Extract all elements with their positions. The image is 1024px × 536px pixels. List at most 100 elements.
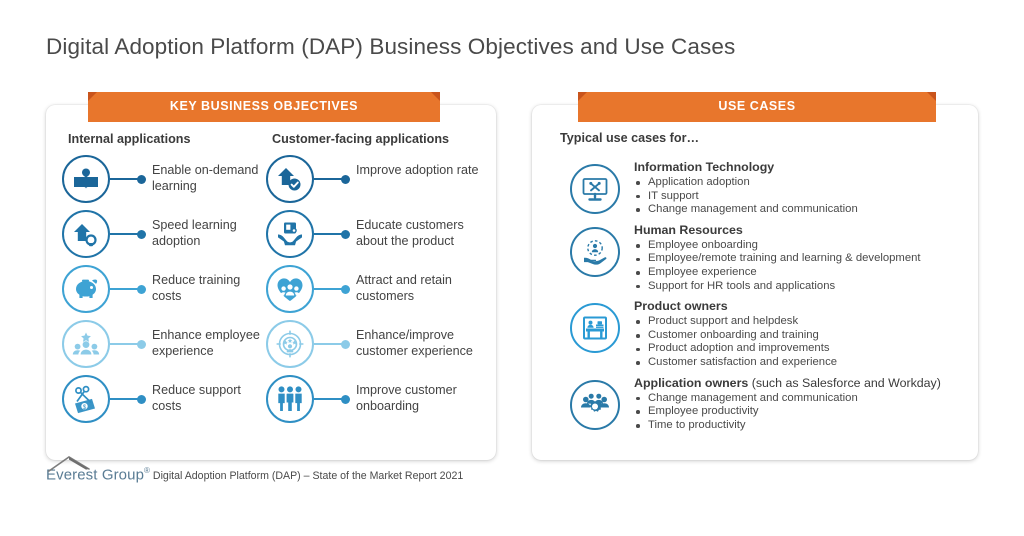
target-person-stars-icon (266, 320, 314, 368)
connector-dot (341, 174, 350, 184)
page-title: Digital Adoption Platform (DAP) Business… (46, 34, 736, 59)
bullet-item: Employee/remote training and learning & … (634, 252, 970, 266)
hand-holding-person-icon (570, 226, 620, 277)
connector-dot (341, 394, 350, 404)
objective-label: Attract and retain customers (356, 273, 452, 303)
bullet-item: Customer onboarding and training (634, 329, 970, 343)
bullet-item: Product support and helpdesk (634, 315, 970, 329)
use-cases-banner: USE CASES (578, 92, 936, 122)
objective-label: Speed learning adoption (152, 218, 237, 248)
objective-item[interactable]: Reduce training costs (62, 265, 262, 320)
objective-item[interactable]: Educate customers about the product (266, 210, 476, 265)
connector-line (314, 233, 344, 235)
key-business-objectives-banner: KEY BUSINESS OBJECTIVES (88, 92, 440, 122)
connector-dot (341, 339, 350, 349)
use-case-item[interactable]: Human Resources Employee onboarding Empl… (570, 223, 970, 293)
objective-item[interactable]: Enable on-demand learning (62, 155, 262, 210)
use-case-bullets: Product support and helpdesk Customer on… (634, 315, 970, 369)
connector-line (314, 288, 344, 290)
objective-label: Reduce support costs (152, 383, 241, 413)
internal-applications-list: Enable on-demand learning Speed learning… (62, 155, 262, 430)
use-case-item[interactable]: Information Technology Application adopt… (570, 160, 970, 217)
three-people-icon (266, 375, 314, 423)
bullet-item: Time to productivity (634, 419, 970, 433)
column-heading-internal: Internal applications (68, 132, 191, 146)
connector-line (110, 233, 140, 235)
connector-dot (137, 284, 146, 294)
hands-holding-certificate-icon (266, 210, 314, 258)
bullet-item: Product adoption and improvements (634, 342, 970, 356)
use-case-bullets: Employee onboarding Employee/remote trai… (634, 239, 970, 293)
connector-line (314, 398, 344, 400)
bullet-item: Support for HR tools and applications (634, 280, 970, 294)
objective-label: Enhance employee experience (152, 328, 260, 358)
connector-dot (341, 284, 350, 294)
people-star-icon (62, 320, 110, 368)
column-heading-customer-facing: Customer-facing applications (272, 132, 450, 146)
connector-dot (137, 394, 146, 404)
use-case-title: Application owners (such as Salesforce a… (634, 375, 941, 390)
helpdesk-counter-icon (570, 303, 620, 354)
objective-item[interactable]: Enhance employee experience (62, 320, 262, 375)
up-arrow-head-icon (62, 210, 110, 258)
use-case-body: Application owners (such as Salesforce a… (634, 376, 970, 433)
objective-item[interactable]: Attract and retain customers (266, 265, 476, 320)
bullet-item: Change management and communication (634, 392, 970, 406)
ribbon-body (578, 92, 936, 122)
objective-label: Enable on-demand learning (152, 163, 259, 193)
connector-line (110, 398, 140, 400)
objective-item[interactable]: $ Reduce support costs (62, 375, 262, 430)
brand-name: Everest Group (46, 466, 145, 484)
open-book-lightbulb-icon (62, 155, 110, 203)
use-case-title: Human Resources (634, 222, 743, 237)
ribbon-body (88, 92, 440, 122)
registered-mark: ® (144, 466, 150, 475)
objective-label: Educate customers about the product (356, 218, 464, 248)
objective-label: Improve adoption rate (356, 163, 479, 177)
source-citation: Digital Adoption Platform (DAP) – State … (152, 470, 464, 483)
bullet-item: Employee experience (634, 266, 970, 280)
objective-item[interactable]: Enhance/improve customer experience (266, 320, 476, 375)
people-gear-icon (570, 379, 620, 430)
connector-line (110, 178, 140, 180)
bullet-item: Customer satisfaction and experience (634, 356, 970, 370)
use-case-body: Product owners Product support and helpd… (634, 299, 970, 369)
banner-label: KEY BUSINESS OBJECTIVES (169, 99, 359, 113)
bullet-item: IT support (634, 190, 970, 204)
objective-label: Reduce training costs (152, 273, 241, 303)
ribbon-left-fold-icon (578, 92, 587, 101)
connector-line (314, 343, 344, 345)
connector-line (110, 343, 140, 345)
connector-dot (341, 229, 350, 239)
bullet-item: Application adoption (634, 176, 970, 190)
use-cases-list: Information Technology Application adopt… (570, 160, 970, 438)
objective-item[interactable]: Improve customer onboarding (266, 375, 476, 430)
objective-label: Enhance/improve customer experience (356, 328, 473, 358)
objective-item[interactable]: Speed learning adoption (62, 210, 262, 265)
customer-facing-applications-list: Improve adoption rate Educate customers … (266, 155, 479, 430)
svg-text:$: $ (83, 405, 87, 411)
bullet-item: Employee onboarding (634, 239, 970, 253)
footer: Everest Group® Digital Adoption Platform… (46, 456, 464, 492)
piggy-bank-icon (62, 265, 110, 313)
up-arrow-check-icon (266, 155, 314, 203)
heart-people-icon (266, 265, 314, 313)
bullet-item: Employee productivity (634, 405, 970, 419)
everest-group-logo: Everest Group® (46, 456, 150, 484)
connector-dot (137, 229, 146, 239)
monitor-tools-icon (570, 164, 620, 214)
use-case-item[interactable]: Application owners (such as Salesforce a… (570, 376, 970, 433)
use-case-body: Human Resources Employee onboarding Empl… (634, 223, 970, 293)
use-case-bullets: Application adoption IT support Change m… (634, 176, 970, 217)
connector-line (314, 178, 344, 180)
use-case-item[interactable]: Product owners Product support and helpd… (570, 299, 970, 369)
connector-dot (137, 174, 146, 184)
bullet-item: Change management and communication (634, 203, 970, 217)
objective-item[interactable]: Improve adoption rate (266, 155, 479, 210)
connector-line (110, 288, 140, 290)
use-case-bullets: Change management and communication Empl… (634, 392, 970, 433)
ribbon-right-fold-icon (431, 92, 440, 101)
connector-dot (137, 339, 146, 349)
scissors-cutting-money-icon: $ (62, 375, 110, 423)
use-case-body: Information Technology Application adopt… (634, 160, 970, 217)
